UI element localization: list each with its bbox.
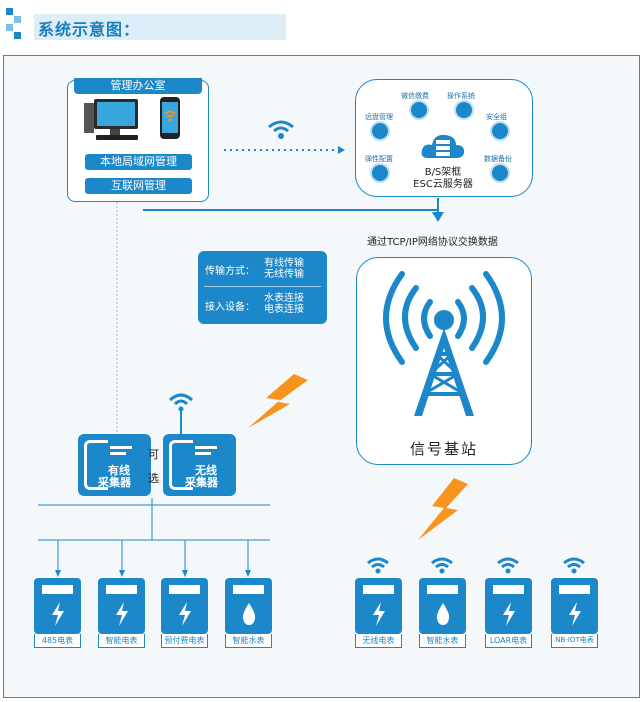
- meter-display: [493, 585, 524, 594]
- internet-management-label: 互联网管理: [85, 178, 192, 194]
- transfer-mode-label: 传输方式：: [205, 266, 255, 277]
- collector-stripe: [110, 452, 126, 455]
- collector-bracket: [84, 440, 108, 490]
- meter-label: 智能水表: [419, 634, 466, 648]
- meter-label: 智能水表: [225, 634, 272, 648]
- collector-stripe: [195, 452, 211, 455]
- computer-icon: [84, 99, 138, 140]
- lightning-bolt-icon: [248, 374, 308, 428]
- meter-label: LOAR电表: [485, 634, 532, 648]
- lightning-icon: [503, 602, 515, 626]
- wired-collector-label: 有线: [108, 464, 130, 477]
- wireless-collector: [163, 434, 236, 496]
- meter-label: 预付费电表: [161, 634, 208, 648]
- cloud-server-icon: [421, 134, 465, 158]
- windows-icon: [454, 100, 474, 120]
- meter-display: [233, 585, 264, 594]
- meter-wireless-electric: [355, 578, 402, 634]
- server-name-label: ESC云服务器: [413, 179, 473, 190]
- meter-smart-electric: [98, 578, 145, 634]
- config-icon: [370, 163, 390, 183]
- lightning-bolt-icon: [418, 478, 468, 540]
- wifi-icon: [367, 557, 389, 574]
- meter-label: 智能电表: [98, 634, 145, 648]
- meter-display: [169, 585, 200, 594]
- page-title: 系统示意图：: [38, 20, 141, 39]
- service-label-elastic: 弹性配置: [365, 155, 393, 163]
- header-decor-square: [14, 32, 21, 39]
- service-label-security: 安全组: [486, 113, 507, 121]
- server-architecture-label: B/S架框: [424, 167, 462, 178]
- protocol-caption: 通过TCP/IP网络协议交换数据: [367, 237, 498, 248]
- meter-display: [363, 585, 394, 594]
- meter-label: NB-IOT电表: [551, 634, 598, 648]
- meter-wireless-water: [419, 578, 466, 634]
- info-box: [198, 251, 327, 324]
- antenna-line: [180, 410, 182, 434]
- lightning-icon: [116, 602, 128, 626]
- wired-collector-label: 采集器: [98, 476, 131, 489]
- meter-display: [559, 585, 590, 594]
- meter-smart-water: [225, 578, 272, 634]
- transfer-mode-value: 无线传输: [264, 269, 304, 280]
- wifi-icon: [497, 557, 519, 574]
- lightning-icon: [179, 602, 191, 626]
- wireless-collector-label: 无线: [195, 464, 217, 477]
- meter-prepaid-electric: [161, 578, 208, 634]
- signal-tower-icon: [383, 271, 505, 416]
- header-decor-square: [14, 16, 21, 23]
- signal-base-station-box: [356, 257, 532, 465]
- service-label-backup: 数据备份: [484, 155, 512, 163]
- meter-display: [427, 585, 458, 594]
- backup-icon: [490, 163, 510, 183]
- wired-collector: [78, 434, 151, 496]
- service-label-os: 操作系统: [447, 92, 475, 100]
- meter-label: 485电表: [34, 634, 81, 648]
- water-drop-icon: [242, 603, 256, 625]
- wireless-collector-label: 采集器: [185, 476, 218, 489]
- collector-stripe: [195, 446, 217, 449]
- tower-label: 信号基站: [409, 440, 478, 458]
- meter-485-electric: [34, 578, 81, 634]
- info-divider: [204, 286, 321, 287]
- lightning-icon: [569, 602, 581, 626]
- wechat-pay-icon: [409, 100, 429, 120]
- lan-management-label: 本地局域网管理: [85, 154, 192, 170]
- service-label-wechat-pay: 微信缴费: [401, 92, 429, 100]
- meter-display: [42, 585, 73, 594]
- shield-icon: [490, 121, 510, 141]
- collector-stripe: [110, 446, 132, 449]
- lightning-icon: [52, 602, 64, 626]
- meter-nbiot-electric: [551, 578, 598, 634]
- wifi-icon: [563, 557, 585, 574]
- meter-label: 无线电表: [355, 634, 402, 648]
- wifi-icon: [268, 120, 294, 139]
- water-drop-icon: [436, 603, 450, 625]
- lightning-icon: [373, 602, 385, 626]
- smartphone-icon: [160, 97, 180, 139]
- header-bar: [34, 14, 286, 40]
- meter-display: [106, 585, 137, 594]
- access-device-value: 水表连接: [264, 293, 304, 304]
- database-icon: [370, 121, 390, 141]
- access-device-value: 电表连接: [264, 304, 304, 315]
- access-device-label: 接入设备：: [205, 302, 255, 313]
- collector-bracket: [169, 440, 193, 490]
- optional-label: 可: [148, 448, 159, 461]
- office-title: 管理办公室: [74, 78, 202, 94]
- transfer-mode-value: 有线传输: [264, 258, 304, 269]
- wifi-icon: [431, 557, 453, 574]
- header-decor-square: [6, 24, 13, 31]
- header-decor-square: [6, 8, 13, 15]
- service-label-disk: 远盘管理: [365, 113, 393, 121]
- wifi-icon: [168, 393, 194, 412]
- optional-label: 选: [148, 472, 159, 485]
- meter-loar-electric: [485, 578, 532, 634]
